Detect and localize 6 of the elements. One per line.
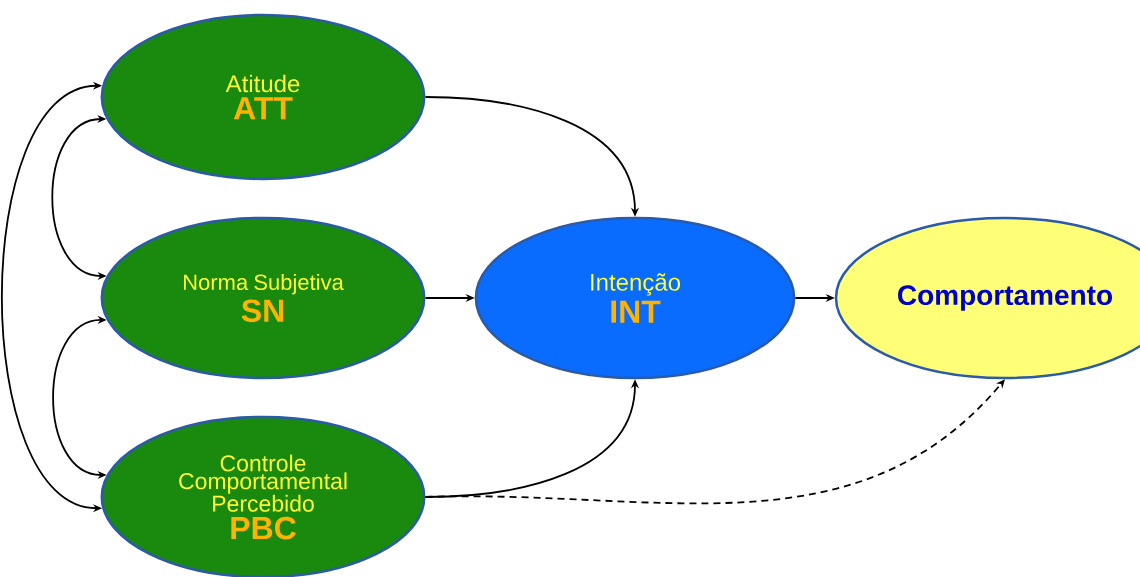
ellipse-node: Norma Subjetiva SN <box>100 216 426 380</box>
dashed-arrow <box>424 379 1005 505</box>
ellipse-node: Intenção INT <box>474 216 796 380</box>
ellipse-node: Atitude ATT <box>100 13 426 181</box>
ellipse-node: Comportamento <box>834 216 1140 380</box>
ellipse-node: Controle Comportamental Percebido PBC <box>100 415 426 577</box>
